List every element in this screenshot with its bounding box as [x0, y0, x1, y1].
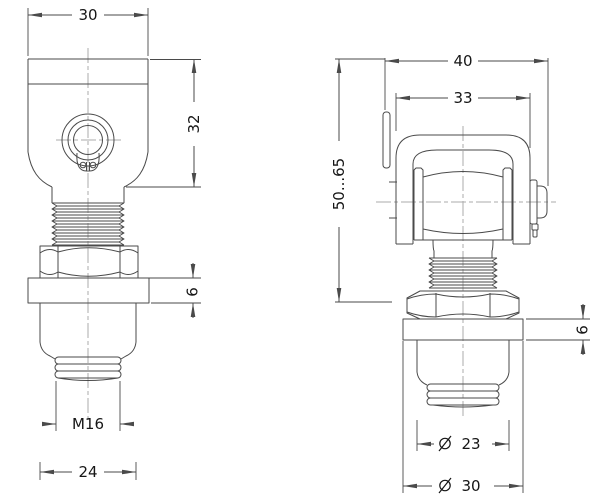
dim-flange-thickness-front: 6 — [140, 263, 202, 318]
dim-thread: M16 — [42, 381, 134, 433]
front-view: 30 32 6 M16 24 — [27, 6, 203, 481]
flange — [27, 277, 150, 304]
diameter-icon — [438, 435, 452, 452]
bellows-thread — [428, 257, 498, 289]
ball-joint — [422, 171, 504, 258]
dim-flange-diameter: 30 — [402, 341, 524, 495]
centerlines — [56, 48, 122, 420]
dim-stem-diameter: 24 — [39, 462, 137, 481]
dim-neck-diameter-label: 23 — [461, 435, 480, 453]
diameter-icon — [438, 477, 452, 494]
dim-flange-thickness-side-label: 6 — [574, 325, 592, 335]
dim-height: 32 — [126, 59, 203, 188]
swivel-housing — [27, 58, 149, 203]
hex-nut — [39, 245, 139, 279]
dim-flange-thickness-side: 6 — [526, 304, 592, 355]
circlip — [61, 113, 115, 172]
dim-height-range-label: 50...65 — [330, 158, 348, 210]
dim-flange-thickness-front-label: 6 — [184, 287, 202, 297]
pivot-pin — [529, 179, 548, 238]
dim-bracket-width: 33 — [395, 89, 531, 148]
retainer-tab — [382, 111, 397, 219]
dim-stem-diameter-label: 24 — [78, 463, 97, 481]
stem-body — [416, 340, 510, 408]
side-view: 40 33 50...65 6 — [330, 52, 592, 495]
centerlines — [376, 126, 556, 418]
dim-top-width: 30 — [27, 6, 149, 56]
dim-overall-width: 40 — [384, 52, 549, 186]
dim-overall-width-label: 40 — [453, 52, 472, 70]
flange — [402, 318, 524, 341]
dim-thread-label: M16 — [72, 415, 104, 433]
dim-flange-diameter-label: 30 — [461, 477, 480, 495]
stem-body — [39, 303, 137, 381]
dim-height-range: 50...65 — [330, 58, 392, 303]
dim-top-width-label: 30 — [78, 6, 97, 24]
dim-bracket-width-label: 33 — [453, 89, 472, 107]
dim-neck-diameter: 23 — [416, 420, 510, 453]
clevis-bracket — [395, 134, 531, 245]
bellows-thread — [51, 202, 125, 246]
dim-height-label: 32 — [185, 114, 203, 133]
